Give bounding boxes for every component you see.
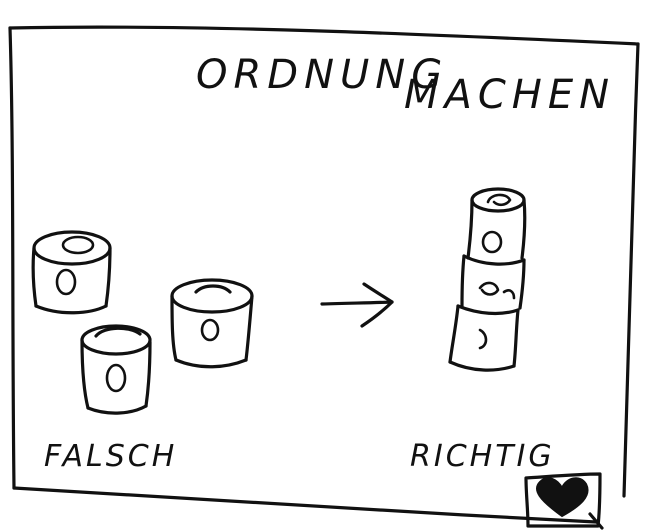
can-left <box>31 230 112 315</box>
frame <box>8 25 640 524</box>
right-arrow-icon <box>320 282 394 328</box>
title-ordnung: ORDNUNG <box>196 52 448 98</box>
can-right <box>170 278 254 369</box>
right-arrangement <box>448 187 527 372</box>
can-middle <box>80 324 152 415</box>
label-falsch: FALSCH <box>44 439 177 474</box>
title-machen: MACHEN <box>404 72 615 118</box>
heart-icon <box>524 472 604 530</box>
label-richtig: RICHTIG <box>410 439 555 474</box>
wrong-arrangement <box>31 230 254 415</box>
